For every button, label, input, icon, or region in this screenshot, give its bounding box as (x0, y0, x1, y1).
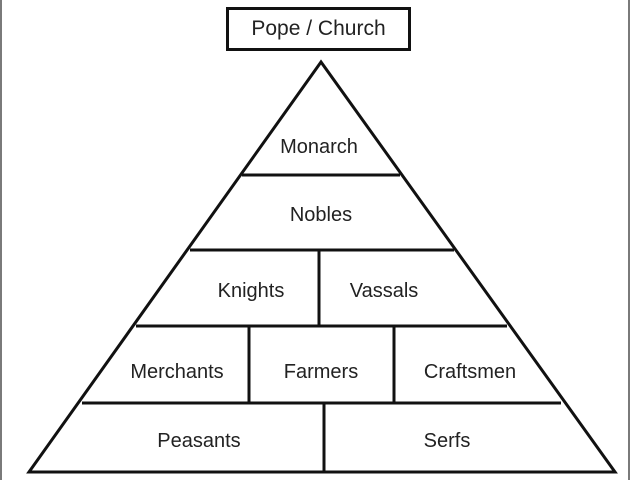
serfs-label: Serfs (424, 430, 471, 452)
farmers-label: Farmers (284, 361, 358, 383)
pope-church-box: Pope / Church (226, 7, 411, 51)
pope-church-label: Pope / Church (251, 17, 386, 40)
peasants-label: Peasants (157, 430, 240, 452)
nobles-label: Nobles (290, 204, 352, 226)
craftsmen-label: Craftsmen (424, 361, 516, 383)
knights-label: Knights (218, 280, 285, 302)
vassals-label: Vassals (350, 280, 419, 302)
monarch-label: Monarch (280, 136, 358, 158)
pyramid-outline (26, 59, 618, 474)
merchants-label: Merchants (130, 361, 223, 383)
